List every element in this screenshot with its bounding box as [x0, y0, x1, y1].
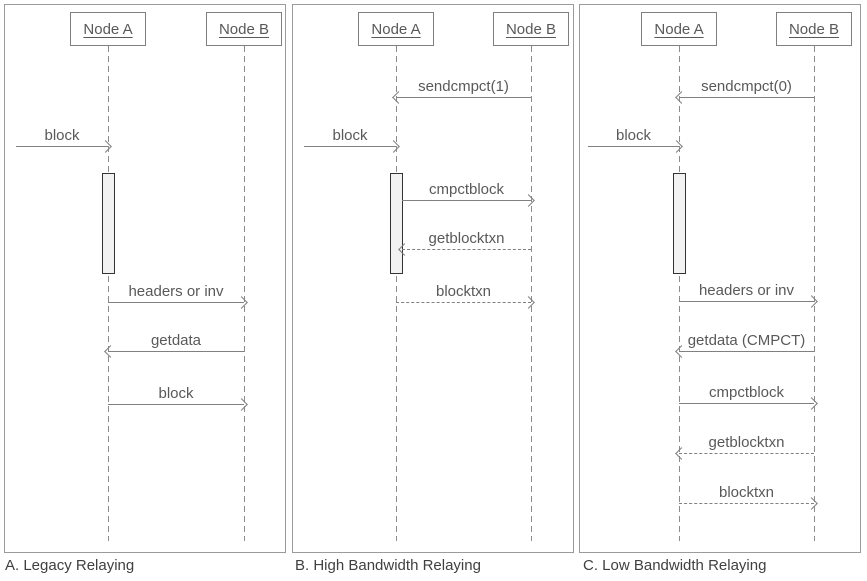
lifeline-node-a — [108, 46, 109, 541]
message-arrow-blocktxn: blocktxn — [679, 484, 818, 510]
caption-low-bandwidth-relaying: C. Low Bandwidth Relaying — [583, 557, 767, 574]
message-arrow-headers-or-inv: headers or inv — [108, 283, 248, 309]
message-line — [398, 243, 531, 256]
message-line — [675, 345, 814, 358]
message-line — [679, 397, 818, 410]
actor-node-b: Node B — [776, 12, 852, 46]
actor-node-b-label: Node B — [505, 20, 557, 38]
message-arrow-block-incoming: block — [588, 127, 683, 153]
message-line — [108, 398, 248, 411]
actor-node-a-label: Node A — [371, 20, 421, 38]
message-label: block — [158, 385, 194, 402]
message-arrow-block-incoming: block — [16, 127, 112, 153]
message-arrow-cmpctblock: cmpctblock — [679, 384, 818, 410]
message-line — [108, 296, 248, 309]
message-label: getdata — [150, 332, 202, 349]
message-line — [679, 497, 818, 510]
message-label: headers or inv — [128, 283, 224, 300]
actor-node-b-label: Node B — [218, 20, 270, 38]
message-arrow-block-incoming: block — [304, 127, 400, 153]
message-arrow-getblocktxn: getblocktxn — [398, 230, 531, 256]
lifeline-node-b — [531, 46, 532, 541]
message-label: getblocktxn — [428, 230, 505, 247]
actor-node-a: Node A — [70, 12, 146, 46]
lifeline-node-b — [814, 46, 815, 541]
message-line — [396, 296, 535, 309]
actor-node-a-label: Node A — [654, 20, 704, 38]
message-label: block — [332, 127, 368, 144]
message-label: headers or inv — [698, 282, 795, 299]
message-line — [675, 91, 814, 104]
actor-node-b-label: Node B — [788, 20, 840, 38]
message-line — [675, 447, 814, 460]
message-arrow-block-relay: block — [108, 385, 248, 411]
panel-low-bandwidth-relaying: Node A Node B sendcmpct(0) block headers… — [579, 4, 861, 553]
message-label: cmpctblock — [708, 384, 785, 401]
panel-high-bandwidth-relaying: Node A Node B sendcmpct(1) block cmpctbl… — [292, 4, 574, 553]
panel-legacy-relaying: Node A Node B block headers or inv getda… — [4, 4, 286, 553]
message-line — [392, 91, 531, 104]
message-line — [588, 140, 683, 153]
message-arrow-blocktxn: blocktxn — [396, 283, 535, 309]
caption-high-bandwidth-relaying: B. High Bandwidth Relaying — [295, 557, 481, 574]
message-label: cmpctblock — [428, 181, 505, 198]
lifeline-node-a — [679, 46, 680, 541]
message-line — [304, 140, 400, 153]
actor-node-a: Node A — [358, 12, 434, 46]
message-label: sendcmpct(1) — [418, 78, 509, 95]
message-line — [16, 140, 112, 153]
actor-node-a: Node A — [641, 12, 717, 46]
actor-node-b: Node B — [206, 12, 282, 46]
message-label: getblocktxn — [708, 434, 785, 451]
message-line — [402, 194, 535, 207]
activation-bar-node-a — [673, 173, 686, 274]
lifeline-node-a — [396, 46, 397, 541]
message-label: block — [44, 127, 80, 144]
message-label: blocktxn — [718, 484, 775, 501]
message-arrow-sendcmpct-1: sendcmpct(1) — [392, 78, 531, 104]
message-arrow-sendcmpct-0: sendcmpct(0) — [675, 78, 814, 104]
message-arrow-getblocktxn: getblocktxn — [675, 434, 814, 460]
actor-node-b: Node B — [493, 12, 569, 46]
caption-legacy-relaying: A. Legacy Relaying — [5, 557, 135, 574]
message-line — [104, 345, 244, 358]
message-label: sendcmpct(0) — [701, 78, 792, 95]
activation-bar-node-a — [102, 173, 115, 274]
message-label: blocktxn — [435, 283, 492, 300]
message-label: getdata (CMPCT) — [687, 332, 806, 349]
message-arrow-cmpctblock: cmpctblock — [402, 181, 535, 207]
message-arrow-headers-or-inv: headers or inv — [679, 282, 818, 308]
message-arrow-getdata-cmpct: getdata (CMPCT) — [675, 332, 814, 358]
message-label: block — [615, 127, 652, 144]
message-arrow-getdata: getdata — [104, 332, 244, 358]
activation-bar-node-a — [390, 173, 403, 274]
actor-node-a-label: Node A — [83, 20, 133, 38]
lifeline-node-b — [244, 46, 245, 541]
message-line — [679, 295, 818, 308]
